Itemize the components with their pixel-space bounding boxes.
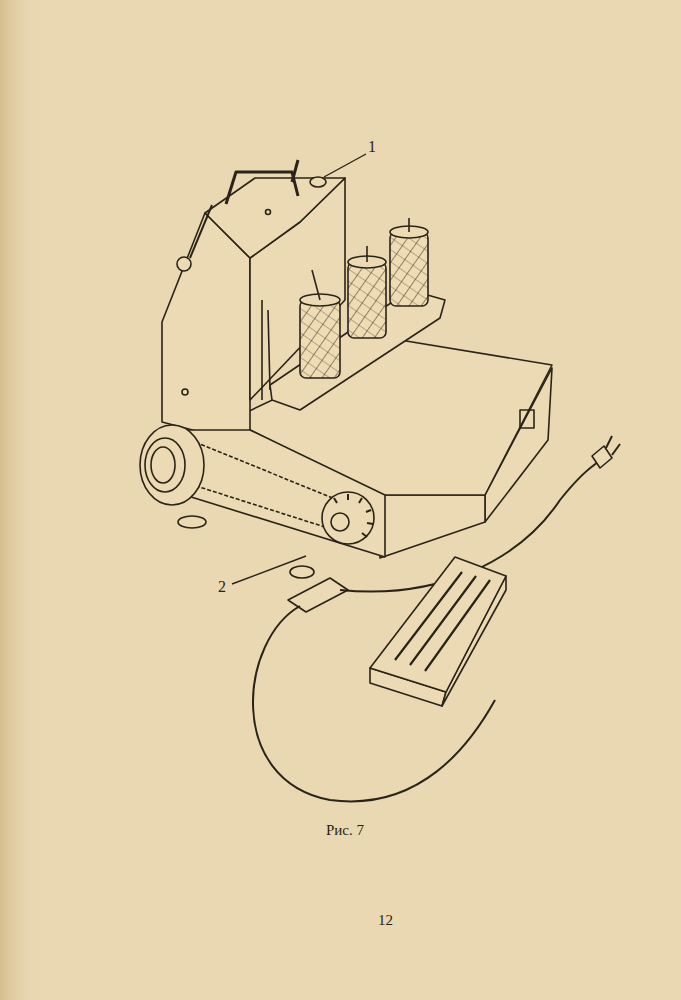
head-top (205, 178, 345, 258)
body-shading (268, 310, 270, 390)
vent-slot (366, 510, 371, 512)
head-end-face (162, 213, 250, 445)
thread-spool (300, 300, 340, 378)
sewing-machine (140, 160, 620, 801)
thread-spool (348, 262, 386, 338)
vent-slot (367, 523, 373, 524)
power-plug (592, 446, 612, 468)
body-shading (261, 300, 263, 400)
thread-spools (300, 218, 428, 378)
machine-foot (290, 566, 314, 578)
screw (266, 210, 271, 215)
screw (182, 389, 188, 395)
spool-pin (312, 270, 320, 300)
knob (177, 257, 191, 271)
motor-shaft (331, 513, 349, 531)
lever (190, 205, 212, 258)
vent-slot (334, 498, 337, 503)
figure-caption: Рис. 7 (326, 822, 364, 839)
leader-line (324, 154, 366, 177)
callout-number: 2 (218, 578, 226, 596)
knob (310, 177, 326, 187)
spool-pin (366, 246, 368, 262)
belt-cover (175, 430, 385, 557)
machine-foot (178, 516, 206, 528)
vent-slot (362, 533, 367, 537)
side-plate (520, 410, 534, 428)
vent-slots (334, 494, 373, 537)
vent-slot (347, 494, 349, 500)
handwheel (140, 425, 204, 505)
toggle-switch (292, 160, 298, 182)
handwheel-hub (145, 438, 185, 492)
pedal-top (370, 557, 506, 692)
bed-front (380, 495, 485, 558)
plug-pin (612, 444, 620, 455)
page-number: 12 (378, 912, 393, 929)
leader-line (232, 556, 306, 584)
thread-spool (390, 232, 428, 306)
plug-pin (606, 436, 612, 448)
pedal-grooves (395, 572, 490, 671)
vent-slot (359, 498, 362, 503)
motor-vent (322, 492, 374, 544)
spool-pin (408, 218, 410, 232)
handwheel-hub (151, 447, 175, 483)
handle (226, 172, 298, 204)
page-edge-shade (0, 0, 40, 1000)
callout-number: 1 (368, 138, 376, 156)
